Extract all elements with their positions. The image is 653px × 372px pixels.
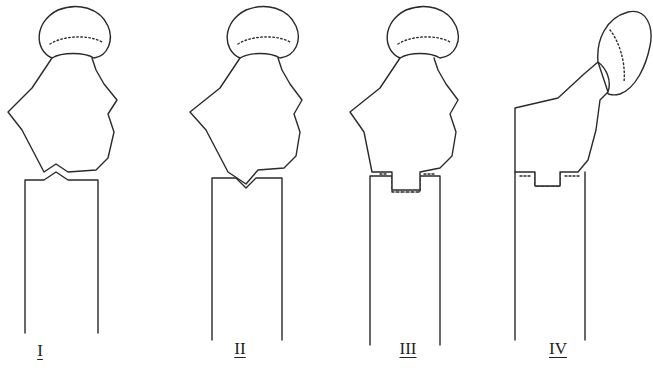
figure-numeral: IV: [549, 340, 567, 357]
figure-numeral: I: [37, 342, 43, 359]
femur-figure-three: [350, 7, 458, 345]
femur-figure-one: [8, 7, 117, 333]
figure-numeral: III: [400, 340, 417, 357]
femur-figure-two: [190, 7, 302, 340]
figure-numeral: II: [234, 340, 245, 357]
femur-figure-four: [515, 11, 651, 340]
